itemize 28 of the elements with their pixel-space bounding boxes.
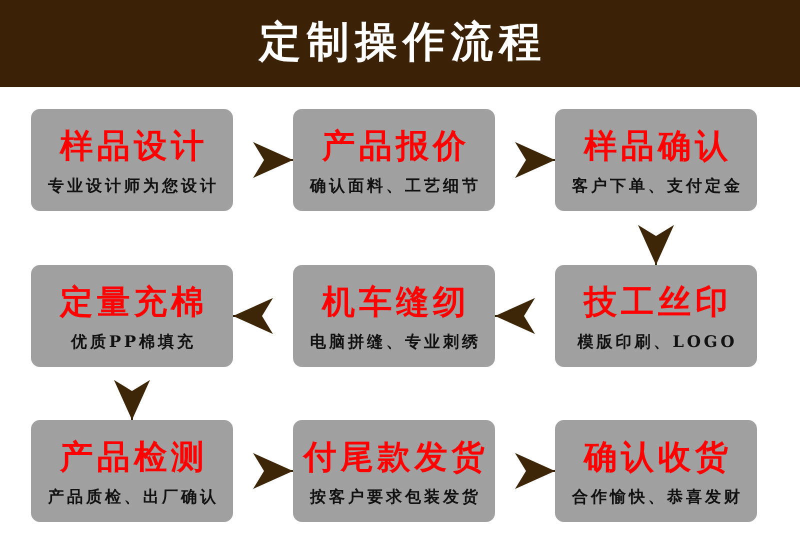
process-box bbox=[31, 265, 233, 367]
process-box bbox=[293, 265, 495, 367]
step-description: 优质PP棉填充 bbox=[70, 331, 196, 353]
process-box bbox=[293, 109, 495, 211]
step-title: 机车缝纫 bbox=[320, 282, 470, 322]
step-title: 确认收货 bbox=[582, 437, 732, 477]
step-description: 合作愉快、恭喜发财 bbox=[570, 486, 743, 508]
step-description: 客户下单、支付定金 bbox=[571, 175, 743, 197]
step-title: 技工丝印 bbox=[582, 282, 732, 322]
step-title: 定量充棉 bbox=[58, 282, 208, 322]
process-box bbox=[31, 109, 233, 211]
process-box bbox=[555, 420, 757, 522]
process-box bbox=[555, 109, 757, 211]
step-description: 电脑拼缝、专业刺绣 bbox=[309, 331, 481, 353]
step-description: 按客户要求包装发货 bbox=[308, 486, 481, 508]
page-title: 定制操作流程 bbox=[257, 17, 547, 67]
step-description: 模版印刷、LOGO bbox=[576, 331, 738, 353]
step-description: 产品质检、出厂确认 bbox=[47, 486, 219, 508]
step-title: 产品报价 bbox=[320, 126, 470, 166]
step-title: 样品设计 bbox=[58, 126, 208, 166]
process-box bbox=[555, 265, 757, 367]
step-title: 产品检测 bbox=[58, 437, 208, 477]
step-description: 专业设计师为您设计 bbox=[47, 175, 219, 197]
process-box bbox=[31, 420, 233, 522]
step-title: 样品确认 bbox=[582, 126, 732, 166]
step-title: 付尾款发货 bbox=[302, 437, 488, 477]
process-box bbox=[293, 420, 495, 522]
step-description: 确认面料、工艺细节 bbox=[308, 175, 481, 197]
